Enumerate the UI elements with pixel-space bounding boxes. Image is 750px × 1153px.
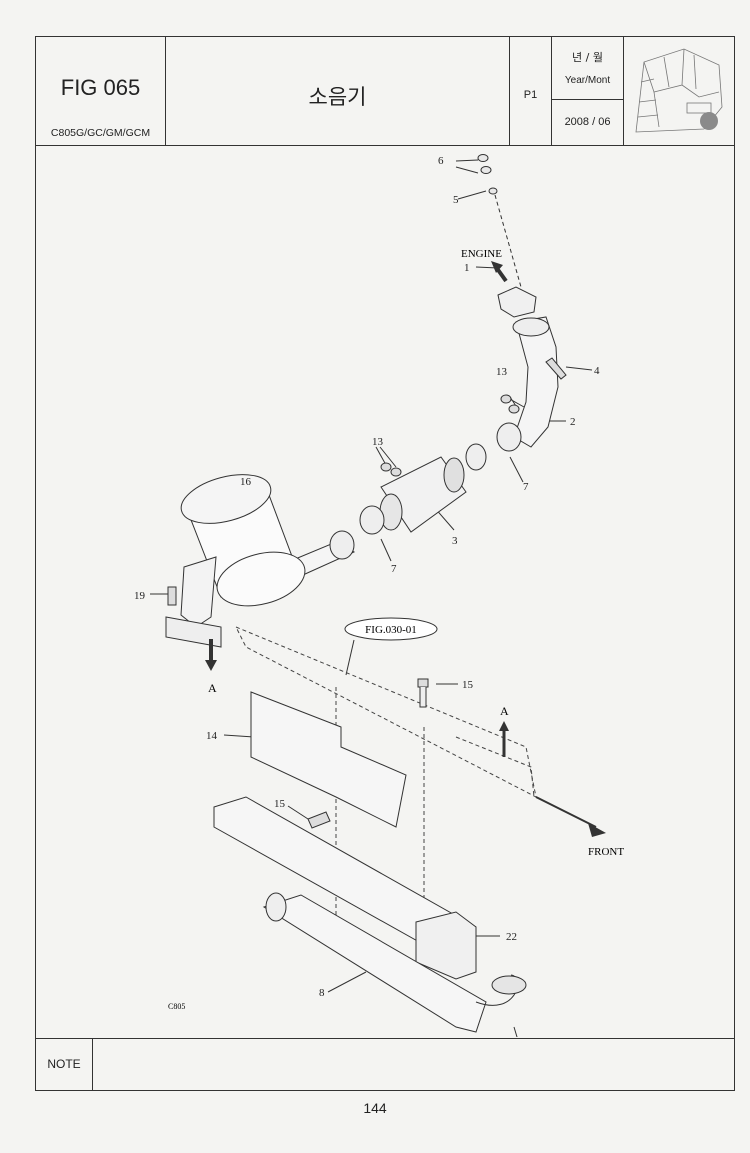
date-value: 2008 / 06 [564,116,611,128]
bolt-15a [417,678,429,708]
callout-13a: 13 [496,366,508,378]
leader-figref [345,639,355,676]
view-label-a: A [208,681,217,695]
gasket-7b [359,505,385,535]
page-frame: FIG 065 C805G/GC/GM/GCM 소음기 P1 년 / 월 Yea… [35,36,735,1091]
leader-13b [375,446,397,468]
page-number: 144 [363,1100,387,1116]
date-label-ko: 년 / 월 [572,51,603,64]
tailpipe-8 [262,892,527,1037]
exhaust-muffler-diagram: ENGINE [134,154,624,1037]
view-a-arrow-up-icon [499,721,509,757]
model-list: C805G/GC/GM/GCM [50,127,151,139]
callout-5: 5 [453,194,459,206]
callout-16: 16 [240,476,252,488]
fig-number: FIG 065 [60,75,141,100]
fig-ref-label: FIG.030-01 [365,624,417,636]
leader-7a [509,456,524,483]
title-cell: 소음기 [166,37,510,145]
callout-7b: 7 [391,563,397,575]
date-cell: 년 / 월 Year/Mont 2008 / 06 [552,37,624,145]
fig-ref-bubble [344,617,438,641]
leader-14 [223,734,255,738]
muffler-16 [180,474,306,607]
view-a-arrow-down-icon [205,639,217,671]
front-label: FRONT [588,846,624,858]
callout-15b: 15 [274,798,286,810]
view-label-a-2: A [500,704,509,718]
engine-arrow-icon [491,261,508,283]
note-label: NOTE [36,1039,93,1090]
model-code: C805 [168,1002,185,1011]
header: FIG 065 C805G/GC/GM/GCM 소음기 P1 년 / 월 Yea… [36,37,734,146]
page-title: 소음기 [308,85,367,109]
leader-8 [327,971,367,993]
leader-4 [565,366,593,371]
callout-6: 6 [438,155,444,167]
callout-22: 22 [506,931,517,943]
callout-7a: 7 [523,481,529,493]
fig-cell: FIG 065 C805G/GC/GM/GCM [36,37,166,145]
callout-4: 4 [594,365,600,377]
bolt-4 [545,357,567,380]
callout-2: 2 [570,416,576,428]
bracket-14 [250,691,407,828]
leader-7b [380,538,392,562]
machine-thumbnail [624,37,734,145]
leader-lines-top [455,159,487,200]
callout-13b: 13 [372,436,384,448]
leader-15b [287,805,309,820]
callout-19: 19 [134,590,146,602]
note-row: NOTE [36,1038,734,1090]
gasket-1 [497,286,537,318]
date-label-en: Year/Mont [564,75,611,86]
nuts-washers-6-5 [477,154,498,195]
page-cell: P1 [510,37,552,145]
callout-15a: 15 [462,679,474,691]
callout-14: 14 [206,730,218,742]
gasket-7a [496,422,522,452]
exhaust-elbow-pipe-2 [513,316,559,448]
bracket-19 [165,616,222,648]
bolt-15b [307,811,331,829]
date-label-box: 년 / 월 Year/Mont [552,37,623,100]
callout-8: 8 [319,987,325,999]
page-code: P1 [523,89,538,101]
engine-label: ENGINE [461,248,502,260]
front-arrow-icon [535,796,606,837]
combine-harvester-icon [635,48,723,133]
callout-3: 3 [452,535,458,547]
callout-1: 1 [464,262,470,274]
